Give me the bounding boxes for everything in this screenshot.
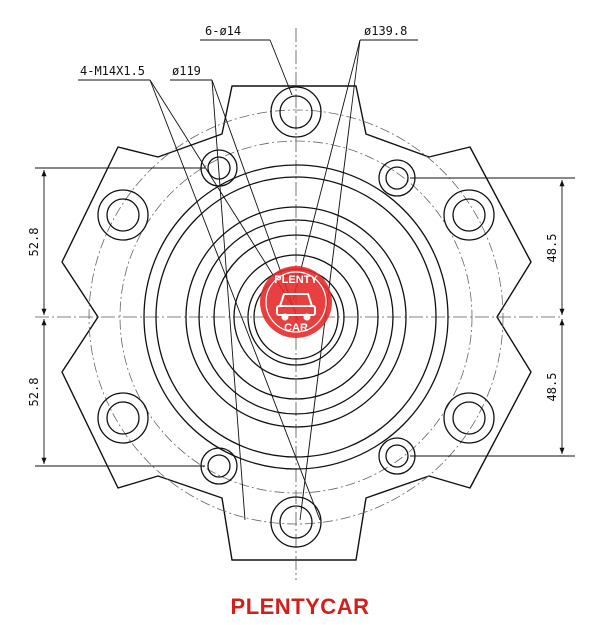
car-icon xyxy=(276,293,316,321)
right-lower-dimension: 48.5 xyxy=(545,373,559,402)
dimension-lines xyxy=(41,170,565,464)
brand-label: PLENTYCAR xyxy=(230,594,370,619)
bolt-holes xyxy=(97,86,495,548)
pcd-inner-circle xyxy=(119,140,473,494)
bolt-hole-callout: 6-ø14 xyxy=(205,24,241,38)
left-upper-dimension: 52.8 xyxy=(27,228,41,257)
plentycar-logo: PLENTY CAR xyxy=(260,266,332,338)
pcd-inner-callout: ø119 xyxy=(172,64,201,78)
thread-callout: 4-M14X1.5 xyxy=(80,64,145,78)
pcd-outer-callout: ø139.8 xyxy=(364,24,407,38)
flange-outline xyxy=(61,85,532,561)
logo-bottom-text: CAR xyxy=(284,322,308,334)
extension-lines xyxy=(35,167,575,467)
pcd-outer-circle xyxy=(88,109,504,525)
left-lower-dimension: 52.8 xyxy=(27,378,41,407)
hub-rings xyxy=(143,164,449,470)
right-upper-dimension: 48.5 xyxy=(545,234,559,263)
leader-lines xyxy=(78,39,418,521)
logo-top-text: PLENTY xyxy=(274,274,318,286)
